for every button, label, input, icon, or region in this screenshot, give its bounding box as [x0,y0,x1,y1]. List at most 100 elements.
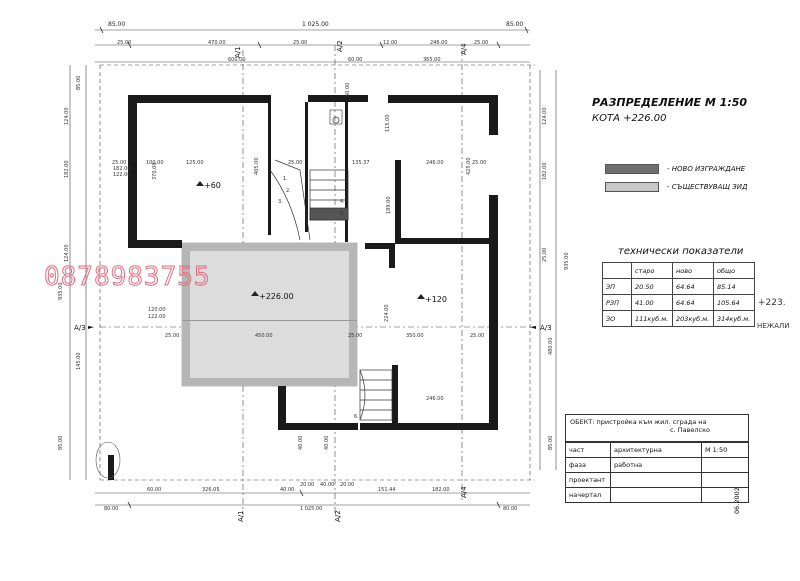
dim-top-4: 12.00 [383,40,397,46]
legend-swatch-light [605,182,659,192]
table-cell: архитектурна [610,442,702,458]
table-cell [610,472,702,488]
dim-inner-15: 122.00 [113,172,131,178]
new-walls [108,95,498,480]
row-label: РЗП [602,294,632,311]
legend-label: - СЪЩЕСТВУВАЩ ЗИД [667,183,748,191]
dim-right-6: 85.00 [548,436,554,450]
dim-left-7: 85.00 [58,436,64,450]
dim-inner-13: 246.00 [426,396,444,402]
table-cell: начертал [565,487,611,503]
object-place: с. Павелско [670,426,711,434]
table-cell: 105.64 [713,294,755,311]
axis-a4-bottom: A/4 [460,486,468,498]
drawing-title: РАЗПРЕДЕЛЕНИЕ М 1:50 [592,96,748,109]
tech-indicators-title: технически показатели [618,246,744,257]
dim-inner-4: 25.00 [288,160,302,166]
stair-numbers: 1. 2. 3. 4. 5. 6. [278,176,359,420]
dim-top-9: 365.00 [423,57,441,63]
left-dimensions: 124.00 182.00 124.00 935.00 145.00 85.00… [58,76,82,450]
handwritten-note-level: +223. [758,298,786,308]
dim-bottom-7: 151.44 [378,487,396,493]
dim-bottom-2: 326.05 [202,487,220,493]
column-header: старо [631,262,673,279]
dim-left-6: 85.00 [76,76,82,90]
axis-a2-bottom: A/2 [334,510,342,522]
dim-right-4: 935.00 [564,253,570,271]
title-block-object: ОБЕКТ: пристройка към жил. сграда на с. … [565,414,749,442]
dim-inner-10: 25.00 [348,333,362,339]
dim-bottom-1: 60.00 [147,487,161,493]
dim-left-5: 145.00 [76,353,82,371]
dim-inner-5: 135.37 [352,160,370,166]
stair-step-4: 4. [340,199,345,205]
top-dimensions: 85.00 1 025.00 85.00 25.00 470.00 25.00 … [108,21,523,63]
axis-a1-top: A/1 [234,46,242,58]
table-row: начертал [565,487,749,503]
legend-new-construction: - НОВО ИЗГРАЖДАНЕ [605,164,745,174]
table-cell [701,457,749,473]
bottom-dimensions: 60.00 326.05 40.00 20.00 40.00 20.00 151… [104,436,517,512]
level-labels: +60 +226.00 +120 [204,181,447,304]
column-header: ново [672,262,714,279]
dim-top-7: 600.00 [228,57,246,63]
dim-inner-14: 182.00 [113,166,131,172]
existing-walls [181,242,358,387]
dim-right-2: 182.00 [542,163,548,181]
level-plus-60: +60 [204,181,221,190]
dim-bottom-4: 20.00 [300,482,314,488]
right-dimensions: 124.00 182.00 25.00 935.00 480.00 85.00 [542,108,570,451]
dim-right-1: 124.00 [542,108,548,126]
level-plus-120: +120 [425,295,447,304]
table-header-row: старо ново общо [602,262,755,279]
dim-top-8: 60.00 [348,57,362,63]
table-row: ЗП 20.50 64.64 85.14 [602,278,755,295]
axis-a4-top: A/4 [460,43,468,55]
table-cell: работна [610,457,702,473]
dim-inner-6: 246.00 [426,160,444,166]
title-block: ОБЕКТ: пристройка към жил. сграда на с. … [565,414,749,503]
dim-inner-3: 125.00 [186,160,204,166]
row-label: ЗО [602,310,632,327]
axis-a3-right: A/3 [540,324,552,332]
level-markers [88,181,536,479]
legend-existing-wall: - СЪЩЕСТВУВАЩ ЗИД [605,182,747,192]
table-cell: част [565,442,611,458]
legend-swatch-dark [605,164,659,174]
axis-a3-left: A/3 [74,324,86,332]
table-row: ЗО 111куб.м. 203куб.м. 314куб.м. [602,310,755,327]
dim-inner-22: 224.00 [384,305,390,323]
dim-top-6: 25.00 [474,40,488,46]
dim-inner-18: 405.00 [254,158,260,176]
axis-a1-bottom: A/1 [237,510,245,522]
dim-bottom-12: 40.00 [324,436,330,450]
table-row: проектант [565,472,749,488]
staircase [269,109,393,421]
dim-bottom-total: 1 025.00 [300,506,322,512]
dim-top-total: 1 025.00 [302,21,329,28]
table-cell: 64.64 [672,278,714,295]
stair-step-6: 6. [354,414,359,420]
tech-indicators-table: старо ново общо ЗП 20.50 64.64 85.14 РЗП… [602,262,755,327]
table-cell: фаза [565,457,611,473]
table-cell [701,487,749,503]
table-cell: 20.50 [631,278,673,295]
dim-top-left: 85.00 [108,21,125,28]
stair-step-2: 2. [286,188,291,194]
phone-watermark: 0878983755 [44,262,211,293]
table-row: част архитектурна М 1:50 [565,442,749,458]
table-cell: 41.00 [631,294,673,311]
dim-bottom-10: 80.00 [503,506,517,512]
dim-left-4: 935.00 [58,283,64,301]
title-block-table: част архитектурна М 1:50 фаза работна пр… [565,442,749,503]
dim-top-right: 85.00 [506,21,523,28]
level-caption: КОТА +226.00 [592,113,667,124]
dimension-ticks [99,26,529,509]
dim-top-2: 470.00 [208,40,226,46]
dim-bottom-9: 80.00 [104,506,118,512]
stair-step-5: 5. [340,211,345,217]
table-cell: 64.64 [672,294,714,311]
dim-inner-21: 189.00 [386,197,392,215]
row-label: ЗП [602,278,632,295]
